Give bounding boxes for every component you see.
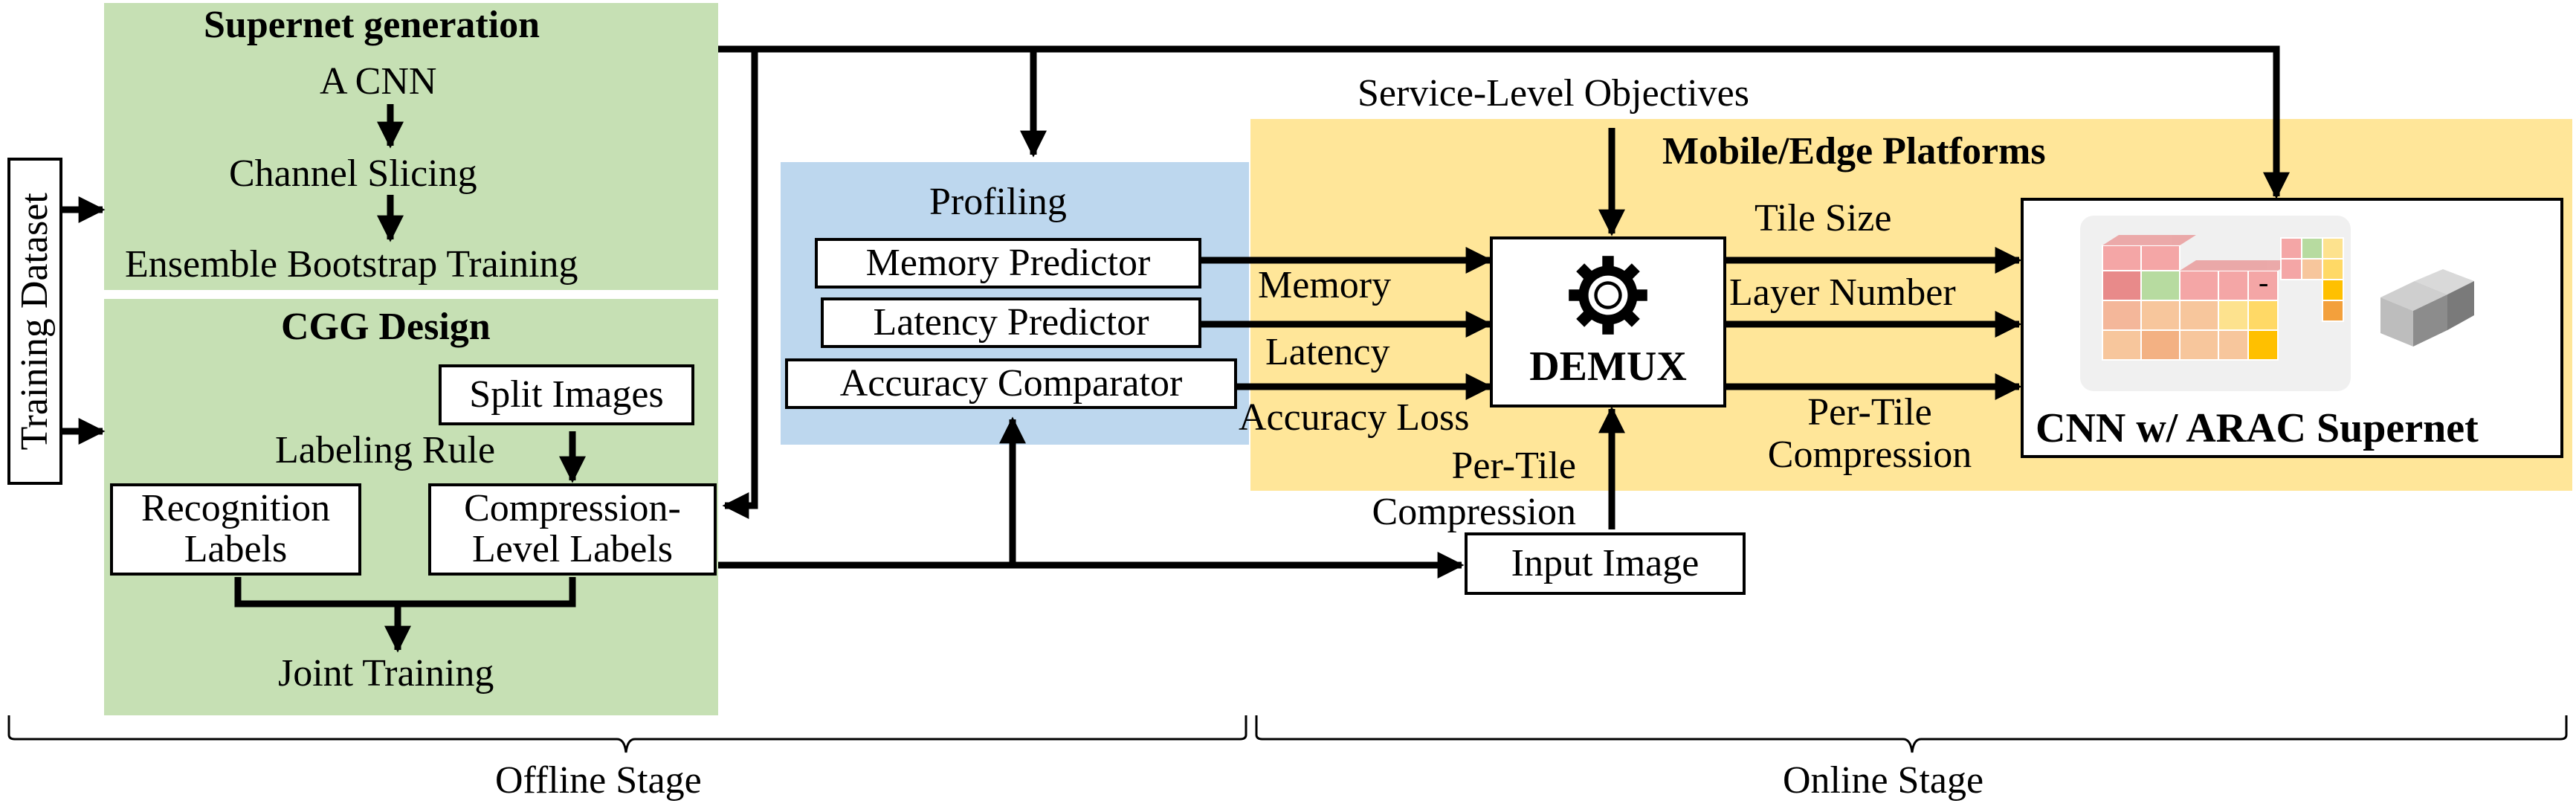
compression-level-labels-label: Compression-Level Labels — [464, 487, 681, 570]
labels-to-joint-connector — [234, 577, 576, 608]
cgg-title: CGG Design — [281, 306, 491, 348]
gear-icon — [1569, 256, 1647, 335]
supernet-title: Supernet generation — [204, 4, 540, 46]
online-stage-brace — [1255, 715, 2568, 753]
compression-level-labels-box: Compression-Level Labels — [428, 483, 717, 576]
offline-stage-label: Offline Stage — [495, 759, 702, 802]
memory-signal-label: Memory — [1258, 264, 1392, 306]
profiling-title: Profiling — [929, 181, 1067, 223]
per-tile-compression-input-text: Per-Tile Compression — [1372, 445, 1576, 534]
latency-signal-label: Latency — [1265, 331, 1390, 373]
per-tile-compression-input-label: Per-Tile Compression — [1316, 443, 1576, 536]
layer-number-label: Layer Number — [1729, 271, 1956, 314]
per-tile-compression-output-text: Per-Tile Compression — [1767, 391, 1972, 477]
latency-predictor-label: Latency Predictor — [873, 300, 1149, 344]
slo-label: Service-Level Objectives — [1358, 72, 1749, 115]
recognition-labels-box: Recognition Labels — [110, 483, 361, 576]
per-tile-compression-output-label: Per-Tile Compression — [1732, 391, 2007, 476]
cnn-supernet-label: CNN w/ ARAC Supernet — [2036, 405, 2479, 451]
channel-slicing-label: Channel Slicing — [229, 152, 477, 195]
latency-predictor-box: Latency Predictor — [821, 297, 1201, 348]
demux-label: DEMUX — [1529, 344, 1687, 390]
split-images-box: Split Images — [439, 364, 694, 425]
offline-stage-brace — [7, 715, 1247, 753]
supernet-generation-zone — [104, 3, 718, 290]
a-cnn-label: A CNN — [320, 60, 437, 103]
online-stage-label: Online Stage — [1783, 759, 1984, 802]
platform-title: Mobile/Edge Platforms — [1662, 130, 2046, 173]
accuracy-comparator-label: Accuracy Comparator — [839, 361, 1183, 405]
tile-size-label: Tile Size — [1755, 197, 1892, 239]
training-dataset-box: Training Dataset — [7, 158, 62, 485]
input-image-box: Input Image — [1465, 532, 1746, 595]
cnn-ellipsis-mark: - — [2259, 265, 2269, 299]
training-dataset-label: Training Dataset — [13, 192, 56, 451]
split-images-label: Split Images — [469, 373, 664, 416]
supernet-cube-illustration — [2102, 235, 2474, 361]
accuracy-loss-label: Accuracy Loss — [1239, 396, 1470, 439]
memory-predictor-label: Memory Predictor — [865, 241, 1151, 284]
memory-predictor-box: Memory Predictor — [815, 238, 1201, 289]
supernet-to-cnn-arrow — [718, 45, 2290, 199]
input-image-label: Input Image — [1511, 541, 1699, 584]
demux-box: DEMUX — [1490, 236, 1726, 407]
labeling-rule-label: Labeling Rule — [275, 429, 496, 471]
accuracy-comparator-box: Accuracy Comparator — [785, 358, 1237, 409]
ensemble-bootstrap-label: Ensemble Bootstrap Training — [125, 243, 578, 286]
cnn-supernet-box: - CNN w/ ARAC Supernet — [2021, 198, 2563, 458]
joint-training-label: Joint Training — [278, 652, 494, 695]
recognition-labels-label: Recognition Labels — [141, 487, 331, 570]
supernet-to-compression-labels-arrow — [722, 49, 758, 519]
